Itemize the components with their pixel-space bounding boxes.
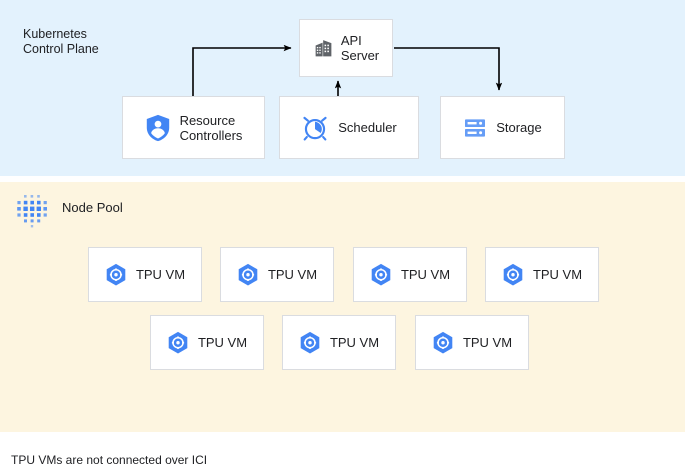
tpu-vm-card[interactable]: TPU VM	[220, 247, 334, 302]
alarm-clock-icon	[301, 114, 329, 142]
tpu-hex-gear-icon	[237, 263, 259, 287]
tpu-vm-card[interactable]: TPU VM	[150, 315, 264, 370]
tpu-hex-gear-icon	[370, 263, 392, 287]
resource-controllers-card[interactable]: Resource Controllers	[122, 96, 265, 159]
storage-server-icon	[463, 116, 487, 140]
tpu-vm-card[interactable]: TPU VM	[282, 315, 396, 370]
node-pool-panel	[0, 182, 685, 432]
api-server-card[interactable]: API Server	[299, 19, 393, 77]
tpu-vm-label: TPU VM	[532, 267, 583, 282]
storage-card[interactable]: Storage	[440, 96, 565, 159]
tpu-hex-gear-icon	[502, 263, 524, 287]
control-plane-title: Kubernetes Control Plane	[23, 27, 99, 56]
node-pool-dots-icon	[11, 193, 53, 231]
tpu-vm-label: TPU VM	[462, 335, 513, 350]
resource-controllers-label: Resource Controllers	[179, 112, 243, 143]
scheduler-label: Scheduler	[338, 120, 397, 135]
tpu-vm-label: TPU VM	[197, 335, 248, 350]
tpu-vm-card[interactable]: TPU VM	[415, 315, 529, 370]
tpu-vm-label: TPU VM	[329, 335, 380, 350]
api-server-label: API Server	[340, 33, 380, 63]
tpu-hex-gear-icon	[299, 331, 321, 355]
tpu-vm-card[interactable]: TPU VM	[88, 247, 202, 302]
tpu-hex-gear-icon	[167, 331, 189, 355]
tpu-vm-card[interactable]: TPU VM	[485, 247, 599, 302]
storage-label: Storage	[496, 120, 542, 135]
tpu-vm-card[interactable]: TPU VM	[353, 247, 467, 302]
node-pool-title: Node Pool	[62, 200, 123, 215]
building-icon	[313, 38, 334, 59]
tpu-vm-label: TPU VM	[400, 267, 451, 282]
scheduler-card[interactable]: Scheduler	[279, 96, 419, 159]
tpu-hex-gear-icon	[105, 263, 127, 287]
tpu-hex-gear-icon	[432, 331, 454, 355]
tpu-vm-label: TPU VM	[267, 267, 318, 282]
tpu-vm-label: TPU VM	[135, 267, 186, 282]
footnote-text: TPU VMs are not connected over ICI	[11, 453, 208, 467]
shield-user-icon	[145, 114, 171, 142]
